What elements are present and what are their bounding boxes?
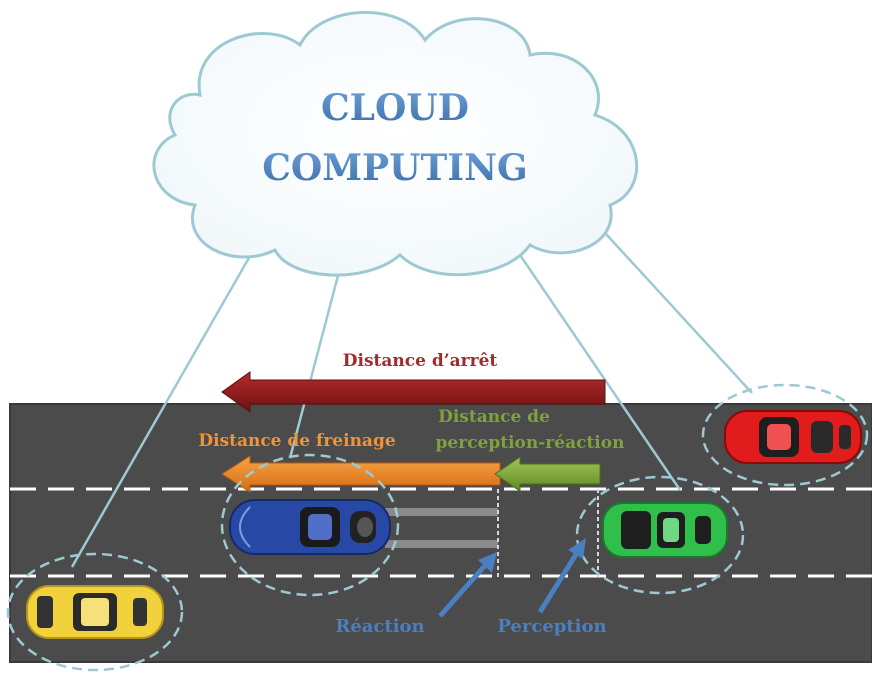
cloud-title-line1: CLOUD bbox=[321, 87, 469, 129]
ring-green-car bbox=[575, 475, 745, 595]
ring-blue-car bbox=[220, 453, 400, 597]
skid-marks bbox=[385, 489, 599, 578]
yellow-car bbox=[26, 585, 164, 639]
cloud-shape bbox=[152, 11, 639, 277]
perception-reaction-label-line1: Distance de bbox=[438, 407, 550, 427]
pointer-arrows bbox=[438, 538, 586, 618]
stopping-distance-arrow bbox=[221, 371, 606, 413]
ring-yellow-car bbox=[6, 552, 184, 672]
link-blue-car bbox=[288, 267, 342, 459]
link-green-car bbox=[518, 254, 682, 491]
red-car bbox=[724, 410, 862, 464]
reaction-pointer bbox=[438, 558, 492, 618]
link-yellow-car bbox=[70, 255, 252, 568]
connection-lines bbox=[70, 221, 753, 568]
ring-red-car bbox=[701, 383, 869, 487]
braking-distance-label: Distance de freinage bbox=[198, 431, 396, 451]
blue-car bbox=[229, 499, 391, 555]
stopping-distance-label: Distance d’arrêt bbox=[343, 351, 498, 371]
car-highlight-rings bbox=[6, 383, 869, 672]
cloud: CLOUD COMPUTING bbox=[152, 11, 639, 277]
green-car bbox=[602, 502, 728, 558]
reaction-label: Réaction bbox=[335, 616, 424, 637]
link-red-car bbox=[594, 221, 753, 394]
perception-label: Perception bbox=[497, 616, 606, 637]
braking-distance-arrow bbox=[221, 455, 501, 493]
perception-reaction-arrow bbox=[494, 456, 601, 492]
cloud-title-line2: COMPUTING bbox=[262, 147, 528, 189]
perception-reaction-label-line2: perception-réaction bbox=[436, 433, 625, 453]
perception-pointer bbox=[537, 546, 583, 614]
